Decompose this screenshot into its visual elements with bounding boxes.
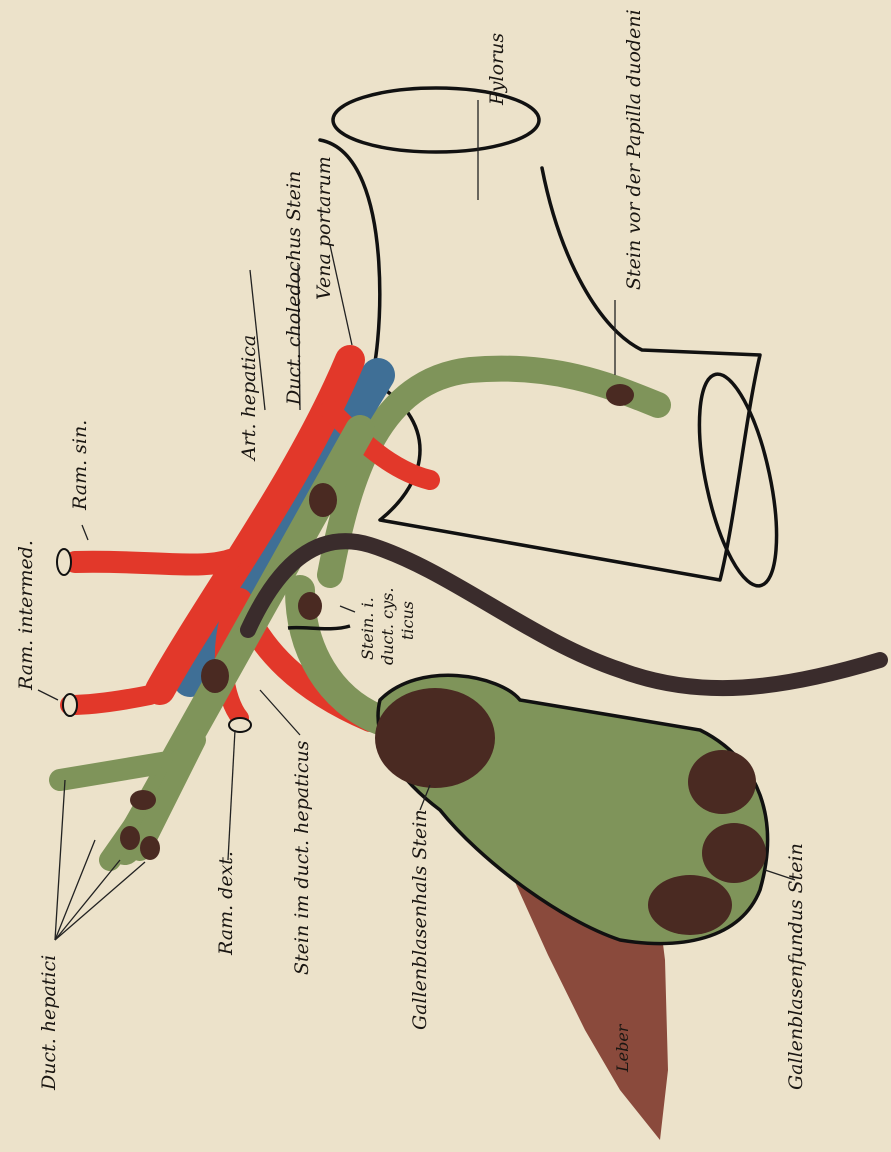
- ram-intermed-lumen: [63, 694, 77, 716]
- label-duct-hepatici: Duct. hepatici: [38, 955, 60, 1091]
- label-ram-intermed: Ram. intermed.: [15, 540, 37, 691]
- label-stein-duct-hepaticus: Stein im duct. hepaticus: [291, 740, 313, 975]
- label-gallenblasenfundus-stein: Gallenblasenfundus Stein: [785, 843, 807, 1090]
- label-art-hepatica: Art. hepatica: [238, 335, 260, 462]
- ram-sin-lumen: [57, 549, 71, 575]
- ram-dext-lumen: [229, 718, 251, 732]
- label-vena-portarum: Vena portarum: [313, 156, 335, 300]
- label-ram-dext: Ram. dext.: [215, 851, 237, 956]
- duodenum: [320, 88, 792, 592]
- stone-papilla: [606, 384, 634, 406]
- label-stein-duct-cysticus-3: ticus: [398, 601, 417, 640]
- label-ram-sin: Ram. sin.: [69, 420, 91, 511]
- label-pylorus: Pylorus: [486, 33, 508, 106]
- label-stein-duct-cysticus-1: Stein. i.: [358, 597, 377, 660]
- label-gallenblasenhals-stein: Gallenblasenhals Stein: [409, 809, 431, 1030]
- label-stein-duct-cysticus-2: duct. cys.: [378, 588, 397, 665]
- label-stein-papilla: Stein vor der Papilla duodeni: [623, 9, 645, 290]
- label-leber: Leber: [613, 1023, 632, 1073]
- label-duct-choledochus-stein: Duct. choledochus Stein: [283, 171, 305, 406]
